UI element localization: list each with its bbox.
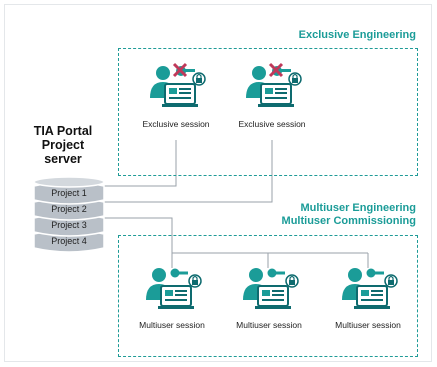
multiuser-session-label-1: Multiuser session [139,320,205,330]
exclusive-session-label-1: Exclusive session [142,119,210,129]
exclusive-session-label-2: Exclusive session [238,119,306,129]
project-4-label: Project 4 [51,236,87,246]
multiuser-user-icon [146,268,202,309]
server-title: TIA Portal Project server [18,124,108,166]
multiuser-session-label-3: Multiuser session [335,320,401,330]
disk-top [33,176,105,188]
exclusive-user-icon [246,62,302,107]
multiuser-engineering-title: Multiuser Engineering [300,202,416,214]
server-title-line2: Project [41,138,85,152]
project-2-label: Project 2 [51,204,87,214]
project-1-label: Project 1 [51,188,87,198]
exclusive-engineering-box [118,48,418,176]
multiuser-user-icon [243,268,299,309]
project-3-label: Project 3 [51,220,87,230]
multiuser-commissioning-title: Multiuser Commissioning [281,215,416,227]
multiuser-user-icon [342,268,398,309]
server-title-line1: TIA Portal [33,124,93,138]
exclusive-user-icon [150,62,206,107]
link-project1-exclusive1 [104,140,177,187]
multiuser-session-label-2: Multiuser session [236,320,302,330]
multiuser-engineering-box [118,235,418,357]
link-project2-exclusive2 [104,140,273,203]
exclusive-engineering-title: Exclusive Engineering [298,29,416,41]
server-title-line3: server [44,152,82,166]
